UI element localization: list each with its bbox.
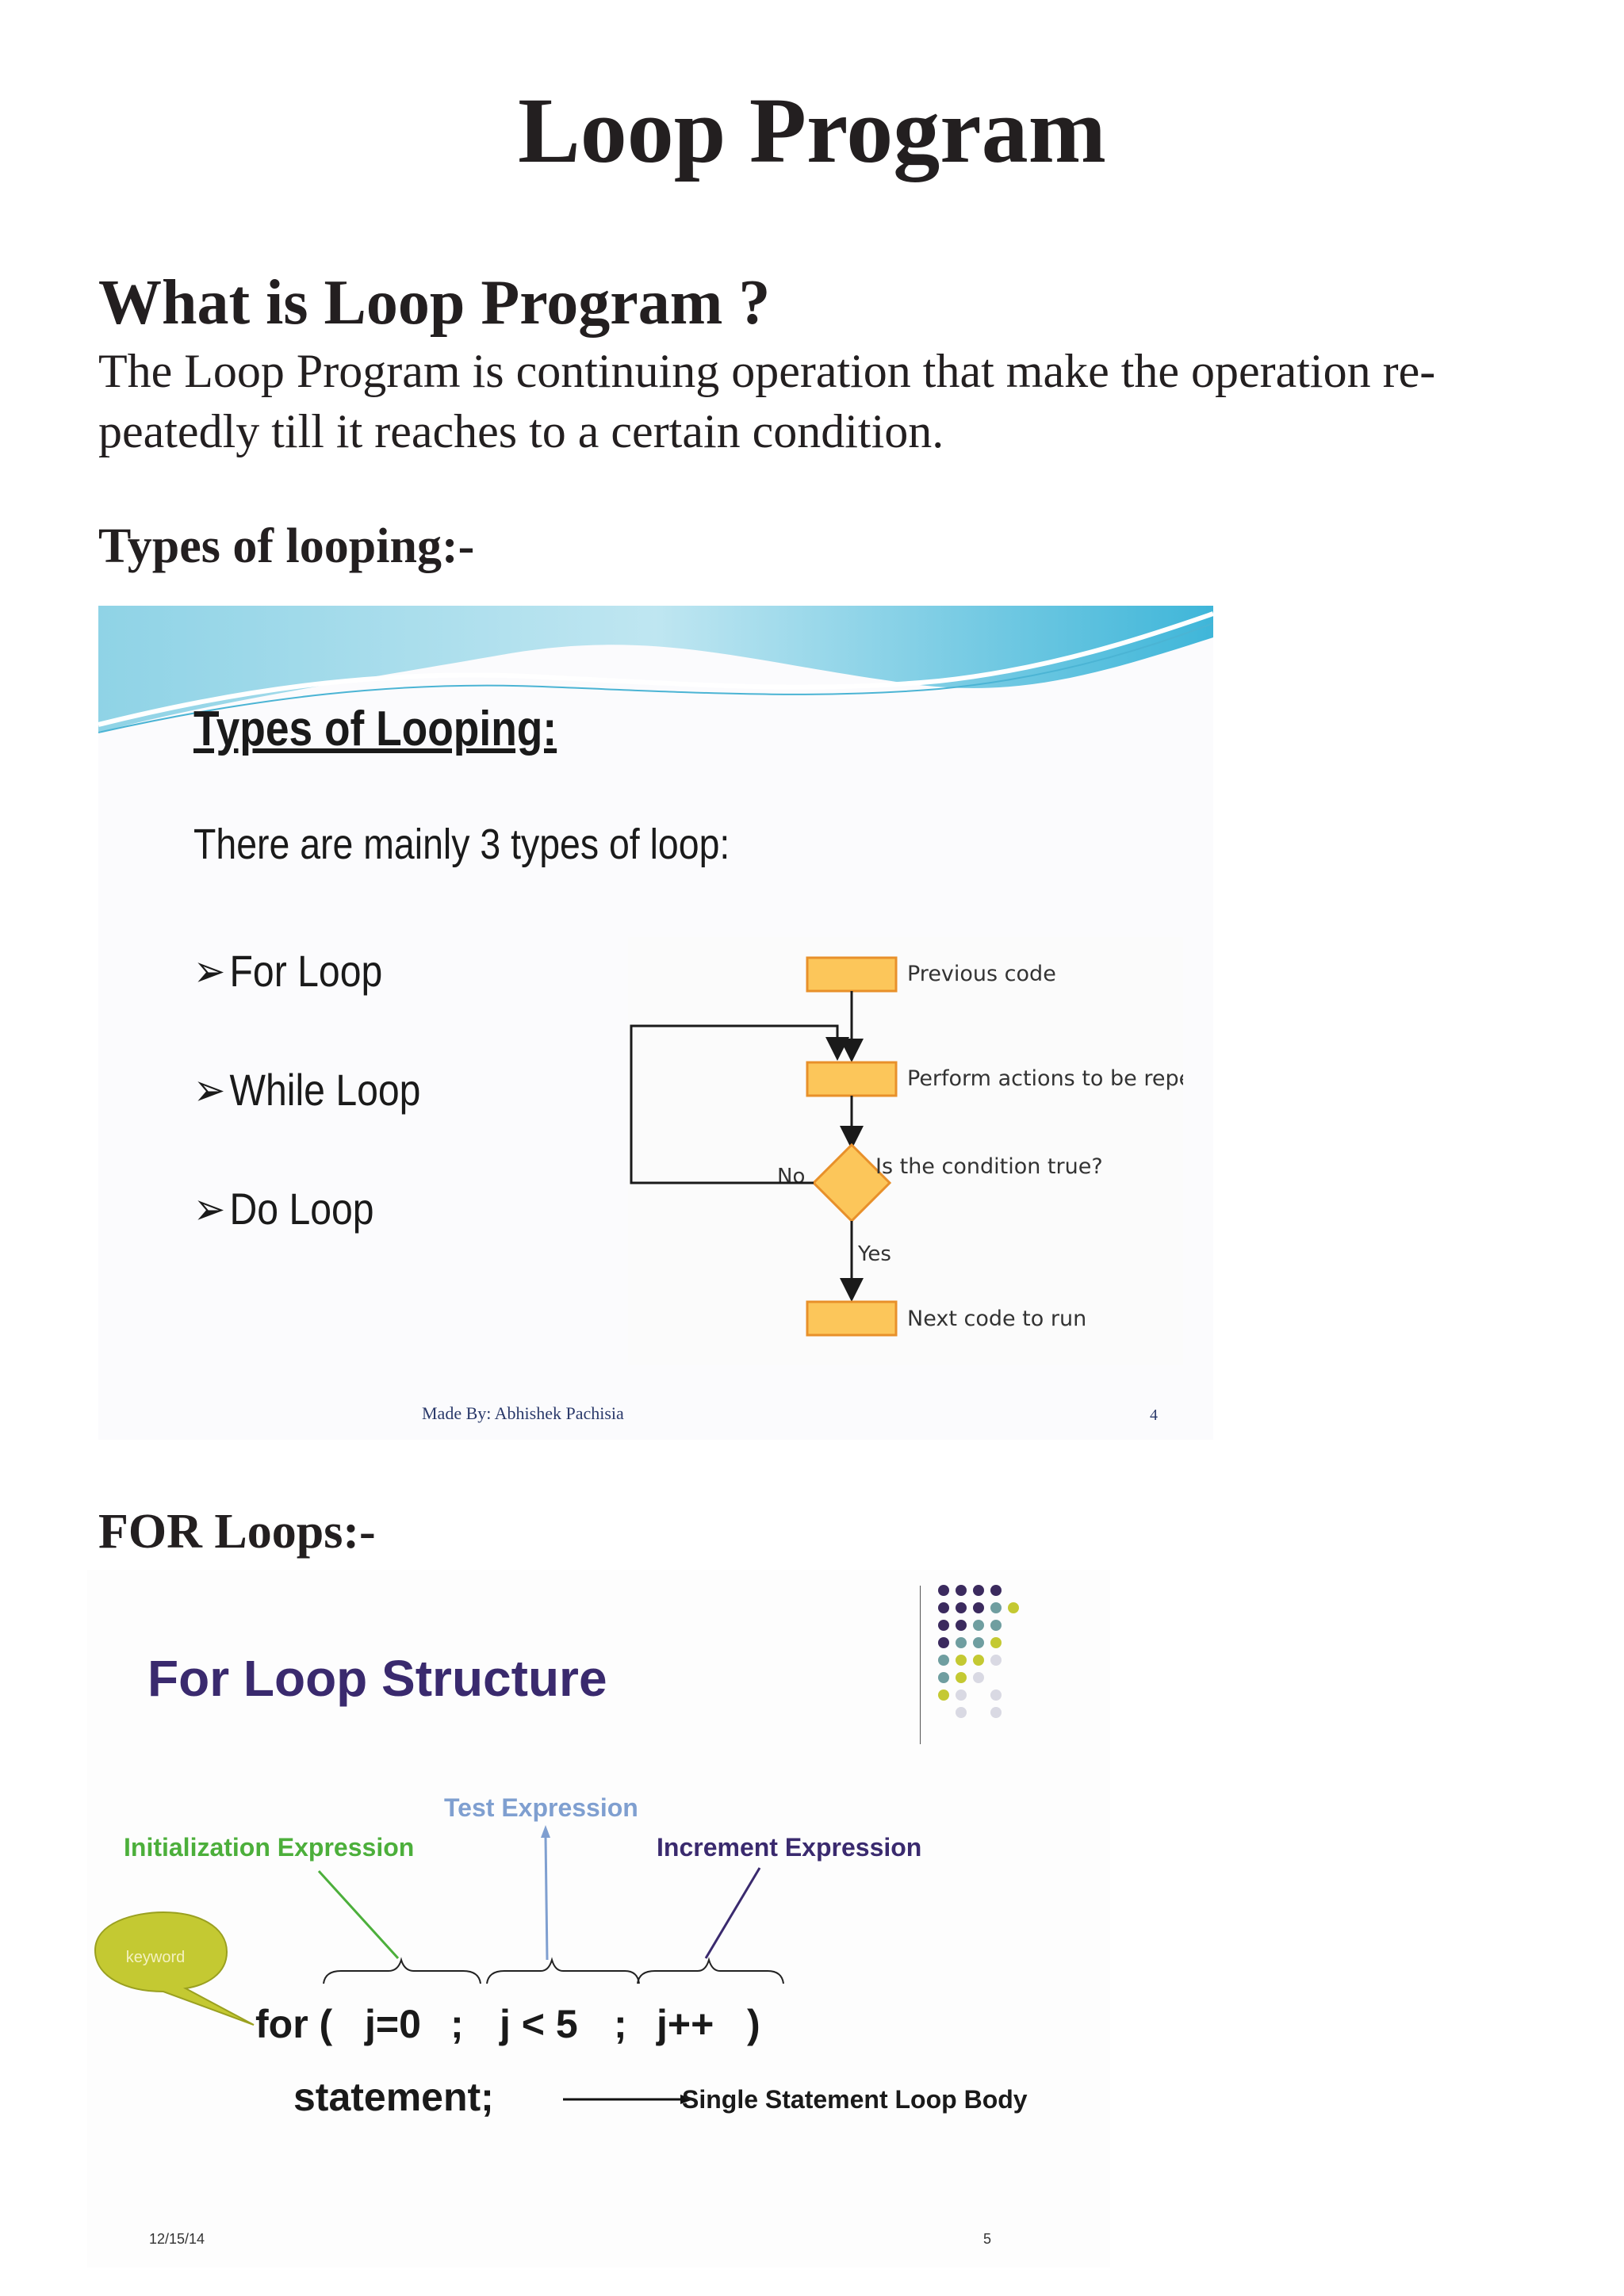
- decorative-dot: [956, 1637, 967, 1648]
- slide-page-number: 5: [983, 2231, 992, 2247]
- decorative-dot: [956, 1689, 967, 1701]
- code-test: j < 5: [500, 2002, 578, 2046]
- code-close-paren: ): [747, 2002, 760, 2046]
- loop-type-label: For Loop: [229, 946, 383, 996]
- decorative-dot: [956, 1655, 967, 1666]
- decorative-dot: [938, 1585, 949, 1596]
- decorative-dot: [990, 1585, 1002, 1596]
- decorative-dot: [956, 1585, 967, 1596]
- bullet-arrow-icon: ➢: [193, 1184, 226, 1234]
- code-semicolon: ;: [450, 2002, 464, 2046]
- slide-wave-decoration: [98, 606, 1213, 733]
- decorative-dot: [990, 1637, 1002, 1648]
- flow-label-yes: Yes: [857, 1242, 891, 1266]
- brace-init: [323, 1957, 481, 1984]
- code-increment: j++: [657, 2002, 714, 2046]
- flow-label-no: No: [777, 1165, 805, 1188]
- increment-expression-label: Increment Expression: [657, 1833, 922, 1862]
- decorative-dot: [990, 1655, 1002, 1666]
- slide-footer: Made By: Abhishek Pachisia: [422, 1403, 624, 1423]
- decorative-dot: [973, 1637, 984, 1648]
- decorative-dot: [990, 1620, 1002, 1631]
- flow-box-previous: [806, 956, 898, 993]
- decorative-dot: [973, 1602, 984, 1613]
- decorative-dot: [990, 1602, 1002, 1613]
- decorative-dot: [956, 1602, 967, 1613]
- test-expression-label: Test Expression: [444, 1793, 638, 1822]
- decorative-dot: [938, 1672, 949, 1683]
- code-semicolon: ;: [614, 2002, 627, 2046]
- decorative-dot: [938, 1655, 949, 1666]
- decorative-dot: [956, 1620, 967, 1631]
- flow-label-condition: Is the condition true?: [875, 1154, 1103, 1179]
- decorative-dot: [973, 1585, 984, 1596]
- decorative-dot: [938, 1602, 949, 1613]
- decorative-dot: [938, 1689, 949, 1701]
- decorative-dot: [990, 1707, 1002, 1718]
- flow-label-next: Next code to run: [907, 1307, 1086, 1331]
- flow-label-perform: Perform actions to be repeated: [907, 1066, 1183, 1091]
- for-loop-diagram: [94, 1825, 784, 2104]
- code-for-keyword: for (: [255, 2002, 333, 2046]
- slide-title: For Loop Structure: [147, 1650, 607, 1707]
- code-statement: statement;: [293, 2075, 494, 2119]
- dot-grid-decoration: [920, 1585, 1019, 1744]
- types-of-looping-slide: Types of Looping: There are mainly 3 typ…: [98, 606, 1213, 1440]
- bullet-arrow-icon: ➢: [193, 1065, 226, 1115]
- intro-line: peatedly till it reaches to a certain co…: [98, 405, 944, 457]
- brace-incr: [637, 1957, 784, 1984]
- flow-label-previous: Previous code: [907, 962, 1056, 986]
- decorative-dot: [938, 1637, 949, 1648]
- bullet-arrow-icon: ➢: [193, 946, 226, 996]
- flow-box-perform: [806, 1061, 898, 1097]
- decorative-dot: [956, 1672, 967, 1683]
- slide-page-number: 4: [1150, 1406, 1158, 1424]
- section-heading: What is Loop Program ?: [98, 268, 771, 338]
- decorative-dot: [973, 1655, 984, 1666]
- decorative-dot: [938, 1620, 949, 1631]
- brace-test: [486, 1957, 640, 1984]
- loop-type-item: ➢For Loop: [193, 945, 382, 997]
- intro-line: The Loop Program is continuing operation…: [98, 345, 1436, 397]
- keyword-bubble: [94, 1911, 255, 2026]
- decorative-dot: [1008, 1602, 1019, 1613]
- intro-paragraph: The Loop Program is continuing operation…: [98, 341, 1510, 461]
- initialization-expression-label: Initialization Expression: [124, 1833, 415, 1862]
- for-loop-structure-slide: For Loop Structure Initialization Expres…: [87, 1570, 1110, 2267]
- flow-box-next: [806, 1300, 898, 1337]
- slide-intro: There are mainly 3 types of loop:: [193, 821, 730, 868]
- decorative-dot: [956, 1707, 967, 1718]
- decorative-dot: [973, 1672, 984, 1683]
- loop-type-label: Do Loop: [229, 1184, 374, 1234]
- decorative-dot: [973, 1620, 984, 1631]
- keyword-label: keyword: [125, 1949, 186, 1966]
- loop-body-label: Single Statement Loop Body: [682, 2085, 1028, 2114]
- loop-type-item: ➢Do Loop: [193, 1183, 374, 1235]
- loop-type-label: While Loop: [229, 1065, 421, 1115]
- types-of-looping-heading: Types of looping:-: [98, 519, 475, 573]
- loop-flowchart: Previous code Perform actions to be repe…: [628, 937, 1183, 1365]
- loop-type-item: ➢While Loop: [193, 1064, 420, 1116]
- slide-date: 12/15/14: [149, 2231, 205, 2247]
- for-loops-heading: FOR Loops:-: [98, 1505, 376, 1559]
- page-title: Loop Program: [518, 78, 1106, 182]
- slide-title: Types of Looping:: [193, 702, 557, 756]
- decorative-dot: [990, 1689, 1002, 1701]
- code-init: j=0: [365, 2002, 421, 2046]
